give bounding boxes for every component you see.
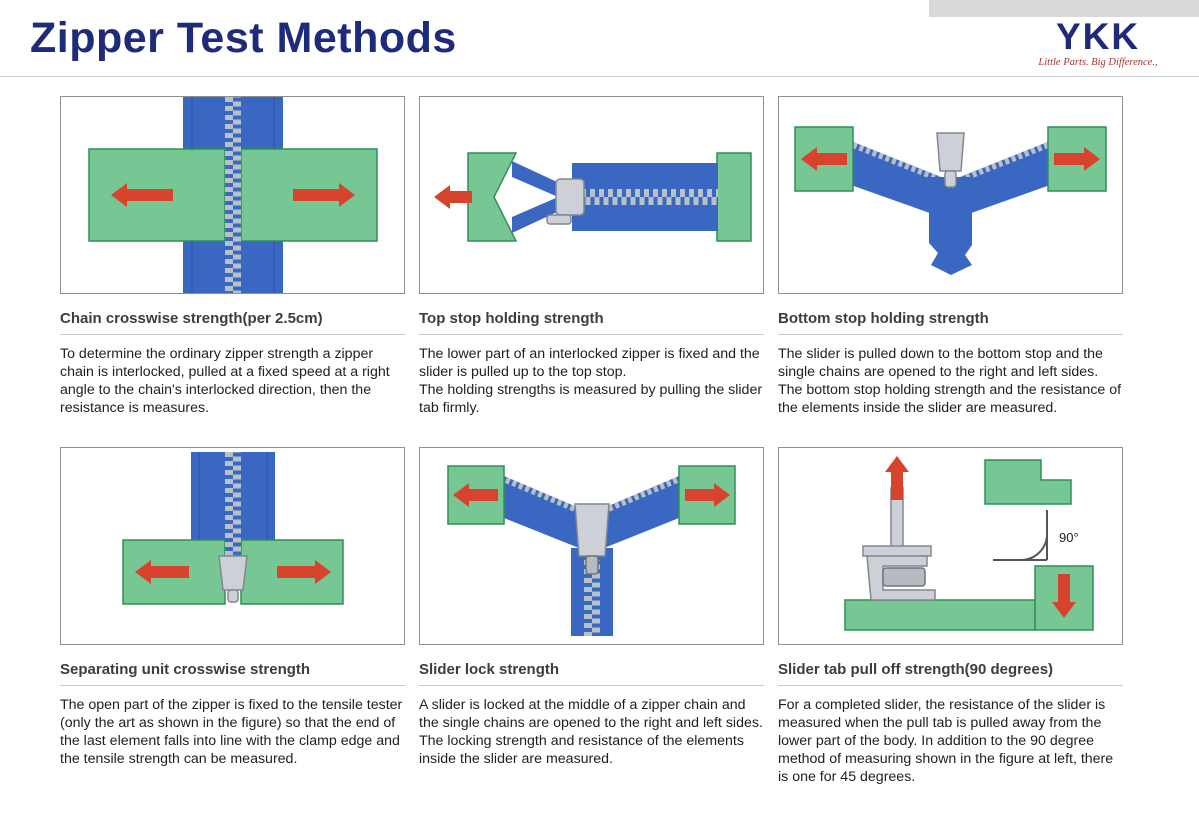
- card-tab-pull-off: 90° Slider tab pull off strength(90 degr…: [778, 447, 1123, 786]
- ykk-logo: YKK Little Parts. Big Difference.,: [1013, 18, 1183, 68]
- card-bottom-stop: Bottom stop holding strength The slider …: [778, 96, 1123, 417]
- figure-tab-pull-off: 90°: [778, 447, 1123, 646]
- pull-arrow-down-icon: [1052, 574, 1076, 619]
- pull-arrow-right-icon: [1054, 147, 1100, 171]
- card-heading: Chain crosswise strength(per 2.5cm): [60, 310, 405, 335]
- card-body: For a completed slider, the resistance o…: [778, 697, 1114, 786]
- pull-arrow-right-icon: [685, 483, 730, 508]
- card-slider-lock: Slider lock strength A slider is locked …: [419, 447, 764, 786]
- upper-fixture-block: [984, 459, 1072, 505]
- figure-bottom-stop: [778, 96, 1123, 294]
- angle-label: 90°: [1059, 530, 1079, 545]
- figure-separating-unit: [60, 447, 405, 646]
- pull-arrow-right-icon: [293, 183, 355, 207]
- card-heading: Separating unit crosswise strength: [60, 661, 405, 687]
- card-body: To determine the ordinary zipper strengt…: [60, 346, 390, 417]
- slider-icon: [546, 178, 585, 225]
- clamp-crossbar: [862, 545, 932, 557]
- card-chain-crosswise: Chain crosswise strength(per 2.5cm) To d…: [60, 96, 405, 417]
- c-clamp: [866, 555, 936, 601]
- slider-pull-tab: [585, 555, 599, 575]
- tape-left-wing: [851, 141, 941, 217]
- card-top-stop: Top stop holding strength The lower part…: [419, 96, 764, 417]
- card-body: The lower part of an interlocked zipper …: [419, 346, 763, 417]
- slider-pull-tab: [227, 589, 239, 603]
- tested-slider-body: [882, 567, 926, 587]
- left-clamp: [467, 152, 518, 242]
- ykk-logo-tagline: Little Parts. Big Difference.,: [1038, 57, 1158, 68]
- pull-arrow-left-icon: [135, 560, 189, 585]
- tab-pull-off-diagram: 90°: [844, 456, 1094, 631]
- card-separating-unit: Separating unit crosswise strength The o…: [60, 447, 405, 786]
- slider-body: [574, 503, 610, 557]
- card-body: The open part of the zipper is fixed to …: [60, 697, 403, 768]
- card-heading: Bottom stop holding strength: [778, 310, 1123, 335]
- pull-arrow-up-icon: [885, 456, 909, 501]
- right-clamp: [716, 152, 752, 242]
- zipper-teeth: [960, 142, 1050, 182]
- pull-arrow-left-icon: [453, 483, 498, 508]
- slider-body: [218, 555, 248, 591]
- top-stop-diagram: [434, 152, 752, 242]
- slider-icon: [574, 503, 610, 575]
- card-heading: Slider lock strength: [419, 661, 764, 687]
- figure-top-stop: [419, 96, 764, 294]
- card-body: The slider is pulled down to the bottom …: [778, 346, 1122, 417]
- figure-chain-crosswise: [60, 96, 405, 294]
- card-heading: Slider tab pull off strength(90 degrees): [778, 661, 1123, 687]
- slider-pull-tab: [546, 214, 572, 225]
- tape-right-wing: [960, 141, 1050, 217]
- tape-left-wing: [504, 476, 584, 551]
- slider-body: [555, 178, 585, 216]
- slider-icon: [218, 555, 248, 603]
- card-heading: Top stop holding strength: [419, 310, 764, 335]
- test-methods-grid: Chain crosswise strength(per 2.5cm) To d…: [60, 96, 1123, 786]
- angle-arc: [1020, 534, 1048, 562]
- slider-icon: [936, 132, 965, 188]
- pull-arrow-left-icon: [111, 183, 173, 207]
- slider-pull-tab: [944, 170, 957, 188]
- bottom-stop-diagram: [794, 126, 1107, 275]
- base-platform: [844, 599, 1036, 631]
- slider-lock-diagram: [447, 465, 736, 637]
- pull-arrow-left-icon: [434, 185, 472, 209]
- zipper-teeth: [851, 142, 941, 182]
- pull-arrow-left-icon: [801, 147, 847, 171]
- figure-slider-lock: [419, 447, 764, 646]
- pull-arrow-right-icon: [277, 560, 331, 585]
- page-title: Zipper Test Methods: [30, 14, 457, 62]
- hanging-chain: [929, 177, 972, 275]
- ykk-logo-brand: YKK: [1055, 16, 1141, 57]
- separating-unit-diagram: [122, 452, 344, 605]
- corner-strip: [929, 0, 1199, 17]
- slider-body: [936, 132, 965, 172]
- chain-crosswise-diagram: [88, 97, 378, 293]
- header-divider: [0, 76, 1199, 77]
- tape-right-wing: [599, 476, 679, 551]
- card-body: A slider is locked at the middle of a zi…: [419, 697, 763, 768]
